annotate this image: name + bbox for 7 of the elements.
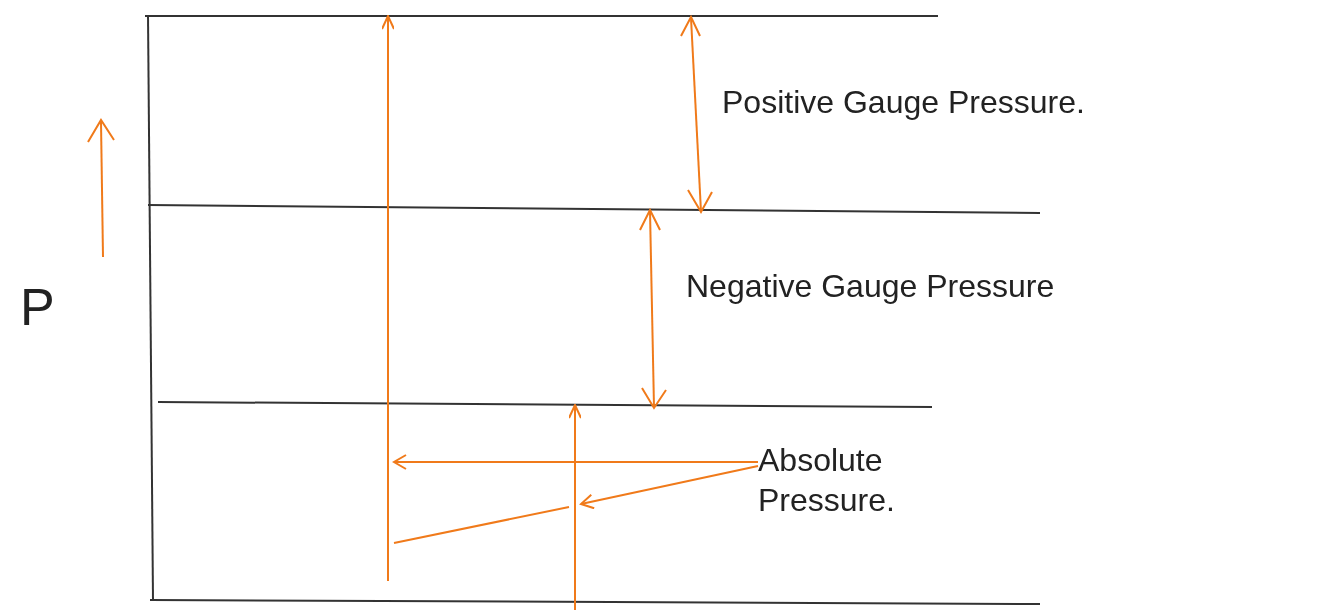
leader-line xyxy=(580,465,759,510)
dimension-label: Negative Gauge Pressure xyxy=(686,267,1055,306)
leader-line xyxy=(393,506,570,544)
dimension-label: Positive Gauge Pressure. xyxy=(722,83,1085,122)
axis-label: P xyxy=(20,277,55,338)
leader-line xyxy=(393,454,759,470)
callout-text: Absolute Pressure. xyxy=(758,441,896,520)
